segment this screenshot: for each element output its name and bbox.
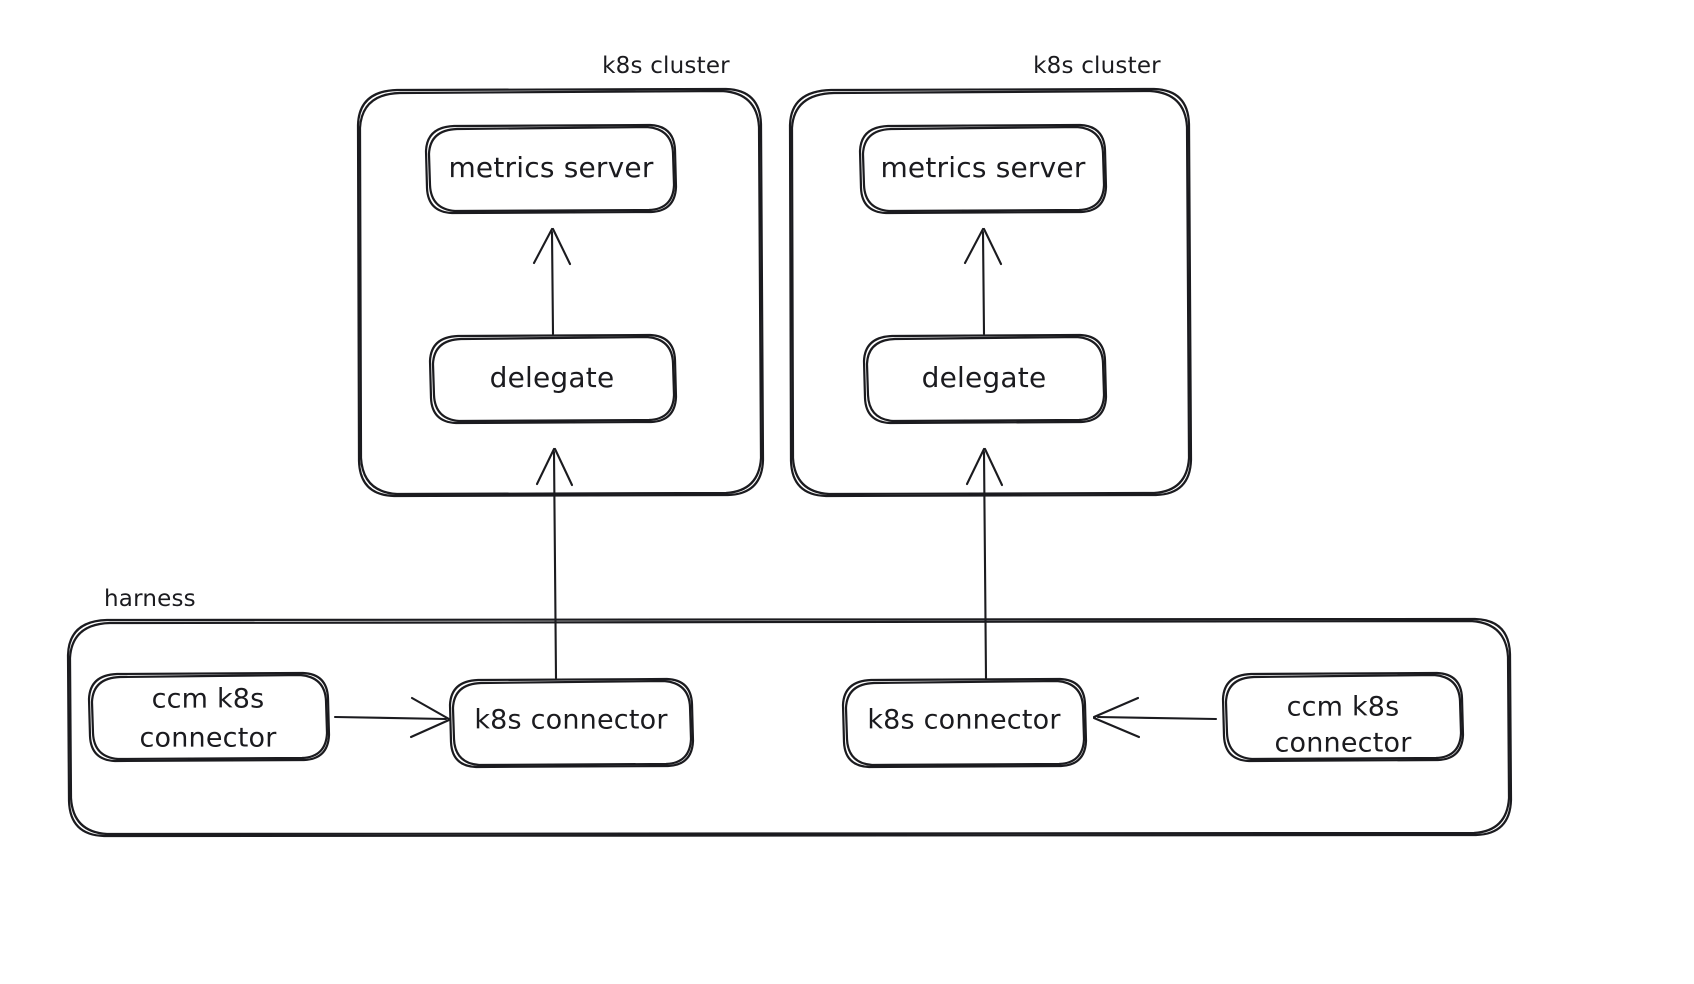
ccm-connector-right-label-line1: ccm k8s xyxy=(1286,691,1400,723)
cluster-right-title: k8s cluster xyxy=(1033,52,1161,79)
metrics-server-left-outline xyxy=(424,123,678,215)
delegate-right-outline xyxy=(862,333,1108,425)
arrow-ccm-right-to-k8s-connector-right xyxy=(1092,696,1218,739)
k8s-connector-right-outline xyxy=(841,677,1088,769)
arrow-delegate-left-to-metrics-left xyxy=(532,227,572,336)
k8s-connector-left-outline xyxy=(448,677,695,769)
cluster-left-title: k8s cluster xyxy=(602,52,730,79)
delegate-left-label: delegate xyxy=(489,360,615,394)
cluster-left-outline xyxy=(356,87,765,498)
delegate-left-outline xyxy=(428,333,678,425)
ccm-connector-right-outline xyxy=(1221,671,1465,763)
k8s-connector-left-label: k8s connector xyxy=(474,704,668,736)
cluster-right-outline xyxy=(788,87,1193,498)
ccm-connector-left-outline xyxy=(87,671,331,763)
metrics-server-left-label: metrics server xyxy=(448,150,654,184)
ccm-connector-left-label-line1: ccm k8s xyxy=(151,683,265,715)
k8s-connector-right-label: k8s connector xyxy=(867,704,1061,736)
arrow-k8s-connector-right-to-delegate-right xyxy=(965,447,1004,680)
arrow-ccm-left-to-k8s-connector-left xyxy=(333,696,451,739)
delegate-right-label: delegate xyxy=(921,360,1047,394)
ccm-connector-right-label-line2: connector xyxy=(1274,727,1412,759)
arrow-delegate-right-to-metrics-right xyxy=(963,227,1003,336)
metrics-server-right-label: metrics server xyxy=(880,150,1086,184)
arrow-k8s-connector-left-to-delegate-left xyxy=(535,447,574,680)
harness-outline xyxy=(66,617,1513,838)
ccm-connector-left-label-line2: connector xyxy=(139,722,277,754)
metrics-server-right-outline xyxy=(858,123,1108,215)
harness-title: harness xyxy=(104,586,196,612)
